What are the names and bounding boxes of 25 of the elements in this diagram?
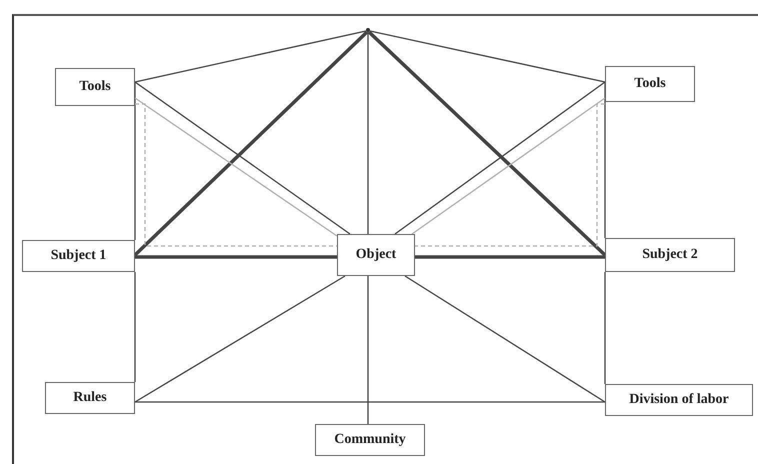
thick-line [134, 30, 368, 256]
connector-line [367, 32, 369, 234]
connector-line [134, 272, 136, 382]
thick-line [368, 30, 606, 256]
connector-line [394, 81, 606, 235]
connector-line [134, 275, 346, 403]
connector-line [604, 82, 606, 238]
connector-line [134, 30, 366, 83]
label-box: Tools [55, 68, 135, 106]
label-box: Subject 1 [22, 240, 135, 272]
thick-line [415, 255, 605, 259]
connector-line [404, 275, 606, 403]
connector-line [134, 81, 350, 235]
connector-line [367, 276, 369, 424]
label-box: Rules [45, 382, 135, 414]
connector-line [370, 30, 606, 83]
label-box: Community [315, 424, 425, 456]
thick-line [135, 255, 337, 259]
vertex-point [366, 28, 370, 32]
connector-line [604, 272, 606, 384]
label-box: Division of labor [605, 384, 753, 416]
label-box: Subject 2 [605, 238, 735, 272]
label-box: Object [337, 234, 415, 276]
connector-line [135, 401, 605, 403]
label-box: Tools [605, 66, 695, 102]
